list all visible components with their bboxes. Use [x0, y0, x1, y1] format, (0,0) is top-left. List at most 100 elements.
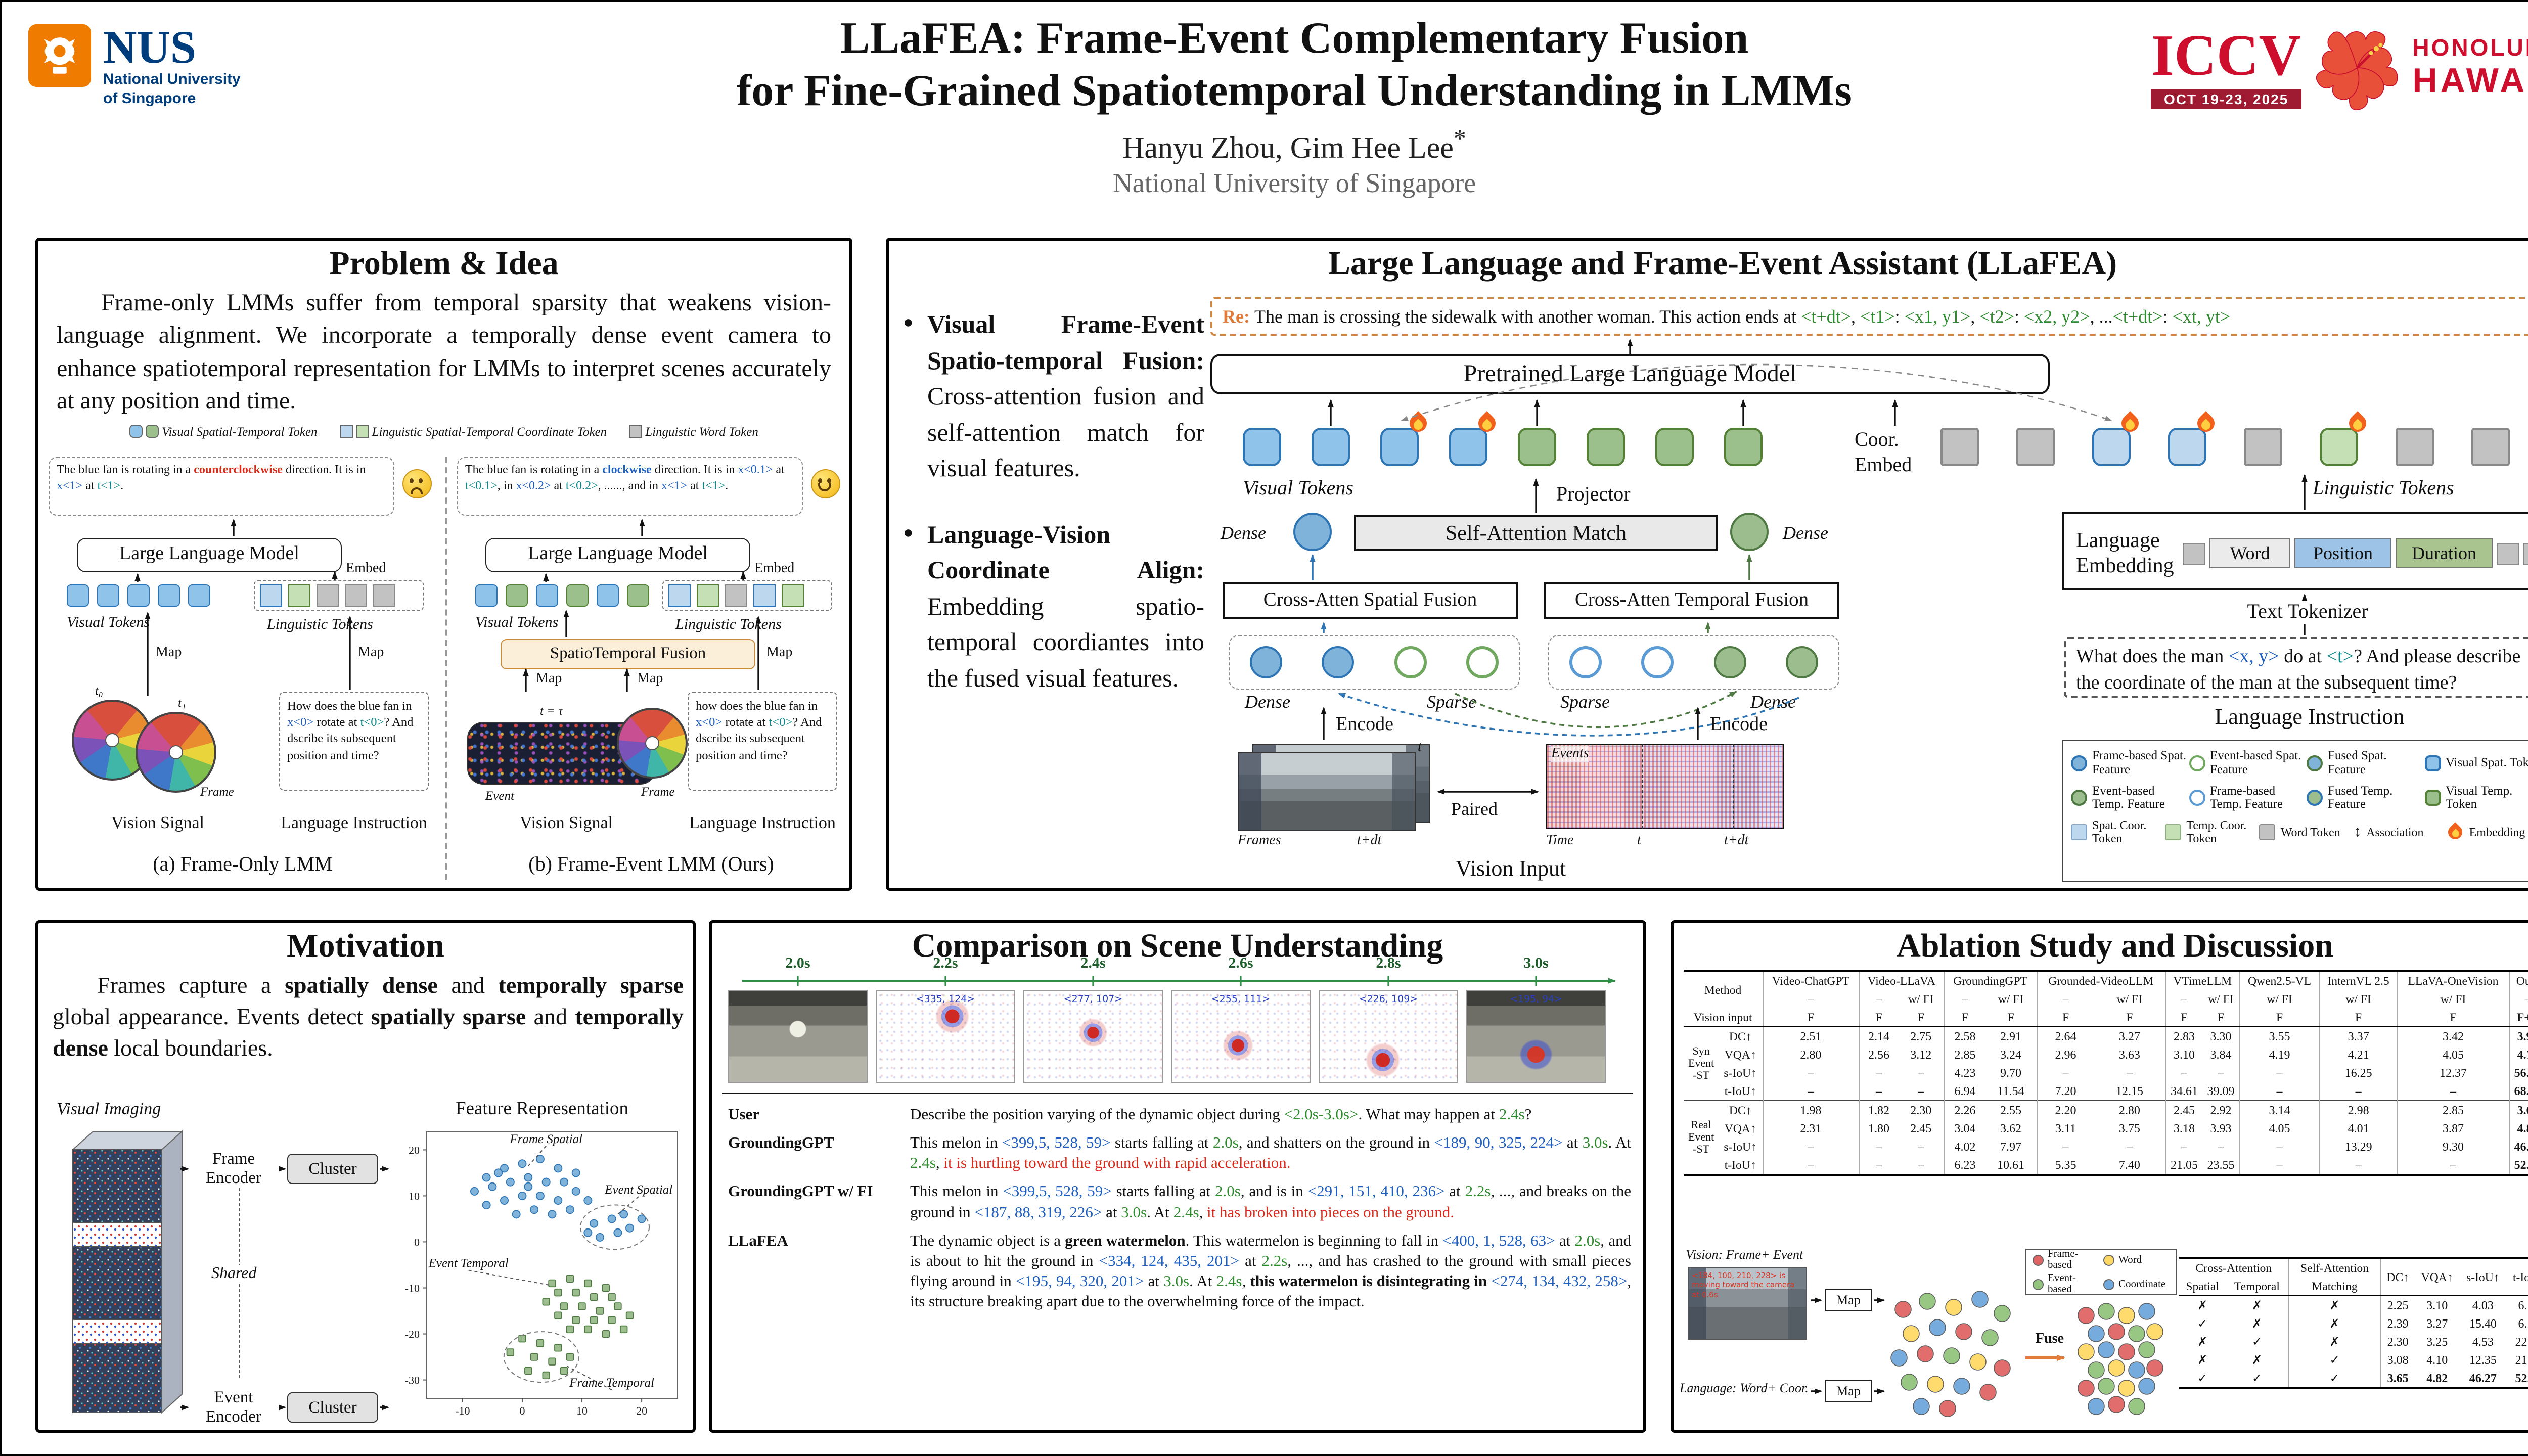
table-cell: 4.01: [2319, 1119, 2398, 1138]
text-segment: 2.4s: [910, 1155, 936, 1172]
svg-text:10: 10: [409, 1190, 420, 1202]
token: [1518, 428, 1556, 466]
text-segment: 2.4s: [1216, 1272, 1242, 1290]
table-cell: 3.14: [2239, 1100, 2320, 1119]
speaker-groundinggpt-fi: GroundingGPT w/ FI: [728, 1183, 873, 1201]
token: [782, 584, 804, 607]
table-cell: 2.26: [1944, 1100, 1985, 1119]
encode-label-left: Encode: [1336, 714, 1393, 735]
text-segment: at: [1555, 1232, 1575, 1250]
token: [1655, 428, 1694, 466]
table-cell: 4.10: [2426, 1352, 2448, 1367]
table-cell: –: [1858, 1064, 1899, 1082]
table-cell: 21.02: [2515, 1352, 2528, 1367]
conversation-row-groundinggpt: GroundingGPT This melon in <399,5, 528, …: [728, 1133, 1631, 1174]
legend-row-3: Spat. Coor. Token Temp. Coor. Token Word…: [2071, 818, 2528, 846]
legend-fused-temp: Fused Temp. Feature: [2307, 783, 2424, 812]
table-cell: 2.25: [2380, 1296, 2415, 1314]
text-segment: <399,5, 528, 59>: [1002, 1134, 1111, 1152]
text-segment: 2.2s: [1465, 1183, 1491, 1201]
svg-text:-30: -30: [405, 1374, 420, 1387]
frame-spatial-feature: [1249, 646, 1282, 678]
text-segment: , ......, and in: [598, 478, 661, 492]
table-cell: s-IoU↑: [1719, 1138, 1764, 1156]
table-cell: F: [2036, 1008, 2094, 1027]
token: [2244, 428, 2282, 466]
bbox-annotation: <255, 111>: [1211, 994, 1271, 1005]
svg-text:Frame Temporal: Frame Temporal: [569, 1376, 654, 1390]
speaker-user: User: [728, 1106, 759, 1123]
token: [158, 584, 180, 607]
text-segment: 2.0s: [1215, 1183, 1241, 1201]
title-block: LLaFEA: Frame-Event Complementary Fusion…: [487, 12, 2101, 199]
text-segment: ,: [1242, 1272, 1250, 1290]
table-cell: Vision input: [1684, 1008, 1763, 1027]
text-segment: .: [725, 478, 729, 492]
token: [2320, 428, 2358, 466]
table-cell: 11.54: [1997, 1083, 2024, 1098]
table-cell: –: [1762, 1064, 1859, 1082]
nus-wordmark: NUS National University of Singapore: [103, 24, 241, 109]
text-segment: <187, 88, 319, 226>: [974, 1204, 1102, 1221]
grounding-overlay-text: <184, 100, 210, 228> is moving toward th…: [1692, 1271, 1795, 1299]
text-segment: Language-Vision Coordinate Align:: [927, 521, 1204, 584]
iccv-acronym: ICCV: [2151, 22, 2301, 88]
llafea-title: Large Language and Frame-Event Assistant…: [1328, 246, 2117, 282]
table-cell: Method: [1704, 982, 1742, 996]
coor-label: Coor.: [1855, 429, 1899, 451]
encode-label-right: Encode: [1710, 714, 1768, 735]
visual-token-row-b: [475, 584, 649, 607]
iccv-city: HONOLULU: [2412, 34, 2528, 61]
event-temporal-feature: [1786, 646, 1819, 678]
text-segment: 2.4s: [1499, 1106, 1525, 1123]
table-cell: 4.19: [2239, 1045, 2320, 1064]
time-label: Time: [1546, 833, 1574, 848]
cluster-legend: Frame-based Word Event-based Coordinate: [2025, 1249, 2177, 1295]
text-segment: direction. It is in: [282, 462, 366, 476]
text-segment: , ..., and has crashed to the ground wit…: [910, 1252, 1631, 1290]
token: [288, 584, 310, 607]
spat-coor-token-icon: [2071, 824, 2087, 841]
event-temp-feature-icon: [2071, 790, 2087, 806]
token: [2168, 428, 2206, 466]
response-box-a: The blue fan is rotating in a counterclo…: [49, 457, 394, 516]
table-cell: 3.93: [2210, 1121, 2232, 1135]
sparse2-label: Sparse: [1560, 692, 1610, 712]
fused-temporal-feature-circle: [1730, 513, 1769, 551]
text-segment: 3.0s: [1121, 1204, 1147, 1221]
table-cell: 3.94: [2508, 1027, 2528, 1045]
table-cell: 3.42: [2397, 1027, 2509, 1045]
t-line: [1642, 744, 1643, 829]
text-segment: spatially dense: [285, 973, 438, 998]
t0-label: t₀: [95, 684, 103, 698]
table-cell: ✗: [2251, 1298, 2262, 1312]
t1-label: t₁: [178, 696, 186, 710]
divider-line: [722, 1093, 1633, 1094]
word-token-icon: [2259, 824, 2276, 841]
table-cell: ✗: [2197, 1298, 2208, 1312]
text-segment: do at: [2279, 646, 2327, 667]
token: [1587, 428, 1625, 466]
table-cell: 2.96: [2036, 1045, 2094, 1064]
text-segment: <399,5, 528, 59>: [1003, 1183, 1112, 1201]
table-cell: 7.20: [2036, 1082, 2094, 1101]
text-segment: . This watermelon is beginning to fall i…: [1185, 1232, 1443, 1250]
text-segment: t<1>: [702, 478, 726, 492]
text-segment: This melon in: [910, 1134, 1002, 1152]
bbox-annotation: <277, 107>: [1063, 994, 1123, 1005]
token: [506, 584, 528, 607]
table-cell: 2.14: [1858, 1027, 1899, 1045]
table-cell: –: [2508, 990, 2528, 1008]
token: [1380, 428, 1419, 466]
frame-image-t-dt: [1238, 752, 1416, 831]
table-cell: 2.83: [2164, 1027, 2203, 1045]
panel-motivation: Motivation Frames capture a spatially de…: [35, 920, 696, 1433]
tdt-label-events: t+dt: [1724, 833, 1749, 848]
map-label-language-a: Map: [358, 645, 384, 660]
text-segment: local boundaries.: [108, 1035, 273, 1061]
event-frame-2-6s: <255, 111>: [1171, 990, 1311, 1083]
table-cell: –: [2164, 1138, 2203, 1156]
text-segment: ? And please describe the coordinate of …: [2076, 646, 2521, 694]
nus-logo: NUS National University of Singapore: [28, 24, 241, 109]
